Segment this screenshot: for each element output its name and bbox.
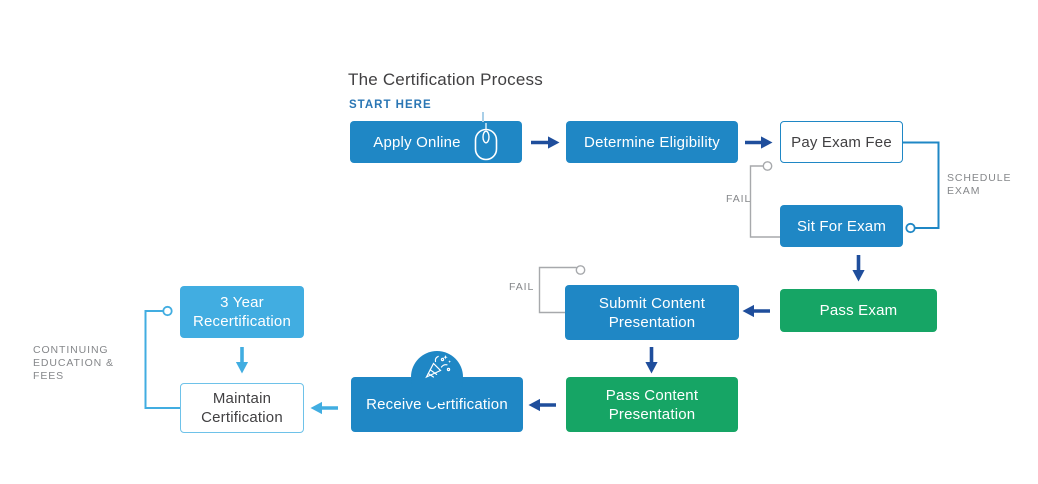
- node-apply-online-label: Apply Online: [373, 133, 461, 151]
- continuing-education-label: CONTINUING EDUCATION & FEES: [33, 344, 114, 382]
- node-submit-content-presentation: Submit Content Presentation: [565, 285, 739, 340]
- node-determine-eligibility: Determine Eligibility: [566, 121, 738, 163]
- arrowhead-sitexam-to-passexam: [852, 270, 865, 282]
- fail-content-label: FAIL: [509, 281, 535, 293]
- mouse-icon: [474, 123, 498, 161]
- node-pass-exam-label: Pass Exam: [819, 302, 898, 319]
- node-three-year-recertification-label: 3 Year Recertification: [192, 294, 292, 330]
- connector-continuing-education: [144, 310, 180, 409]
- arrowhead-receive-to-maintain: [310, 401, 322, 415]
- node-determine-eligibility-label: Determine Eligibility: [584, 133, 720, 151]
- node-sit-for-exam: Sit For Exam: [780, 205, 903, 247]
- celebration-bump: [411, 351, 463, 403]
- node-pay-exam-fee: Pay Exam Fee: [780, 121, 903, 163]
- node-receive-certification-label: Receive Certification: [366, 396, 508, 413]
- connector-fail-content: [538, 266, 577, 314]
- connector-fail-exam: [749, 165, 780, 238]
- node-pay-exam-fee-label: Pay Exam Fee: [791, 133, 892, 151]
- arrowhead-determine-to-payfee: [761, 136, 773, 149]
- node-submit-content-presentation-label: Submit Content Presentation: [598, 294, 706, 331]
- node-three-year-recertification: 3 Year Recertification: [180, 286, 304, 338]
- arrowhead-passexam-to-submit: [742, 304, 754, 318]
- node-pass-content-presentation-label: Pass Content Presentation: [605, 386, 699, 423]
- node-apply-online: Apply Online: [350, 121, 522, 163]
- node-pass-content-presentation: Pass Content Presentation: [566, 377, 738, 432]
- party-popper-icon: [425, 355, 451, 379]
- node-maintain-certification-label: Maintain Certification: [201, 390, 283, 426]
- connector-fail-content-node: [575, 265, 586, 275]
- arrowhead-threeyear-to-maintain: [235, 362, 249, 374]
- arrowhead-submit-to-passcontent: [645, 362, 658, 374]
- fail-exam-label: FAIL: [726, 193, 752, 205]
- arrowhead-apply-to-determine: [548, 136, 560, 149]
- node-pass-exam: Pass Exam: [780, 289, 937, 332]
- connector-fail-exam-node: [762, 161, 773, 171]
- node-maintain-certification: Maintain Certification: [180, 383, 304, 433]
- node-sit-for-exam-label: Sit For Exam: [796, 217, 887, 235]
- node-receive-certification: Receive Certification: [351, 351, 523, 432]
- start-here-label: START HERE: [349, 99, 432, 111]
- connector-schedule-exam: [903, 141, 940, 229]
- connector-schedule-exam-node: [905, 222, 916, 234]
- arrowhead-passcontent-to-receive: [528, 398, 540, 412]
- page-title: The Certification Process: [348, 70, 543, 89]
- connector-continuing-education-node: [162, 305, 173, 317]
- mouse-cord-line: [482, 112, 484, 122]
- schedule-exam-label: SCHEDULE EXAM: [947, 172, 1012, 197]
